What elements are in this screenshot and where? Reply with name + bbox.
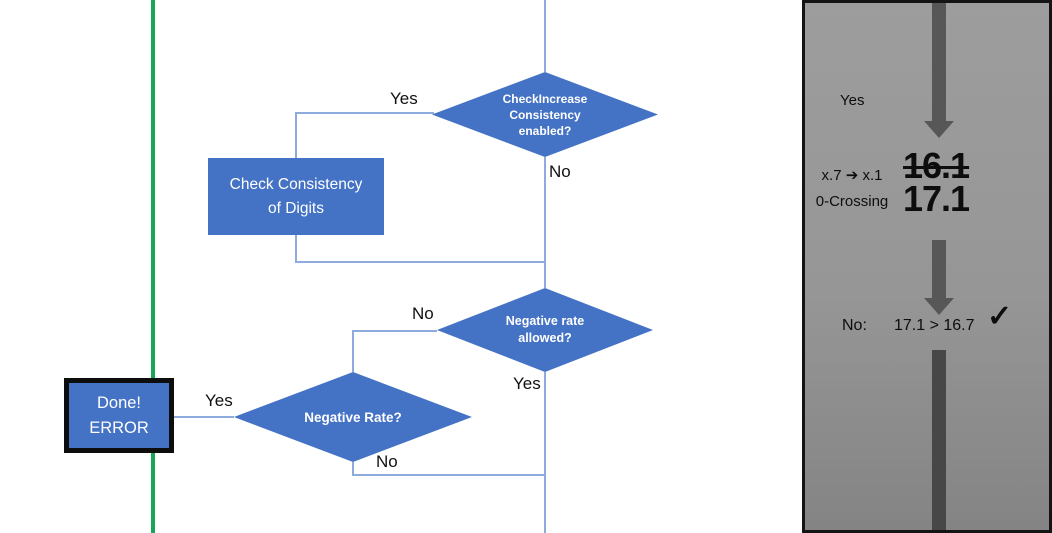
connector-top-vertical [544,0,546,72]
terminator-text-line: ERROR [89,418,149,437]
decision-text-line: Consistency [509,107,581,122]
decision-check-increase-consistency: CheckIncrease Consistency enabled? [432,72,658,157]
branch-label-yes-rate-allowed: Yes [513,374,541,393]
decision-text-line: enabled? [518,123,572,138]
rule-line: x.7 ➔ x.1 [821,167,883,184]
connector-process-out-vertical [295,235,297,263]
connector-negrate-no-vertical [352,462,354,476]
branch-label-no-top: No [549,162,571,181]
decision-text-line: allowed? [518,331,572,345]
down-arrow-shaft-icon [932,350,946,530]
connector-done-horizontal [174,416,234,418]
connector-negrate-no-horizontal [352,474,545,476]
value-comparison-block: 16.1 17.1 [903,145,970,219]
rule-line: 0-Crossing [815,193,889,210]
checkmark-icon: ✓ [987,300,1013,333]
connector-yes-horizontal [295,112,434,114]
decision-negative-rate: Negative Rate? [234,372,472,462]
side-panel: Yes x.7 ➔ x.1 0-Crossing 16.1 17.1 No: 1… [802,0,1052,533]
process-check-consistency-of-digits: Check Consistency of Digits [208,158,384,235]
result-no-label: No: [842,317,867,334]
connector-rate-no-horizontal [352,330,437,332]
connector-process-out-horizontal [295,261,545,263]
down-arrow-head-icon [924,298,954,315]
panel-yes-label: Yes [840,92,865,109]
down-arrow-head-icon [924,121,954,138]
branch-label-yes-top: Yes [390,89,418,108]
decision-text-line: CheckIncrease [502,91,588,106]
new-value: 17.1 [903,178,970,219]
terminator-done-error: Done! ERROR [64,378,174,453]
terminator-text-line: Done! [96,393,142,412]
decision-negative-rate-allowed: Negative rate allowed? [437,288,653,372]
old-value-strikethrough: 16.1 [903,145,970,186]
branch-label-yes-negative-rate: Yes [205,391,233,410]
process-text-line: of Digits [268,199,324,217]
connector-no-vertical [544,157,546,288]
down-arrow-icon [932,240,946,298]
branch-label-no-negative-rate: No [376,452,398,471]
result-comparison-text: 17.1 > 16.7 [894,317,975,334]
process-text-line: Check Consistency [229,175,363,193]
down-arrow-icon [932,3,946,121]
decision-text-line: Negative Rate? [304,409,402,425]
green-vertical-line [151,0,155,533]
branch-label-no-rate-allowed: No [412,304,434,323]
connector-bottom-vertical [544,372,546,533]
rule-annotation: x.7 ➔ x.1 0-Crossing [805,163,899,215]
connector-yes-vertical [295,112,297,158]
decision-text-line: Negative rate [505,314,585,328]
connector-rate-no-vertical [352,330,354,372]
